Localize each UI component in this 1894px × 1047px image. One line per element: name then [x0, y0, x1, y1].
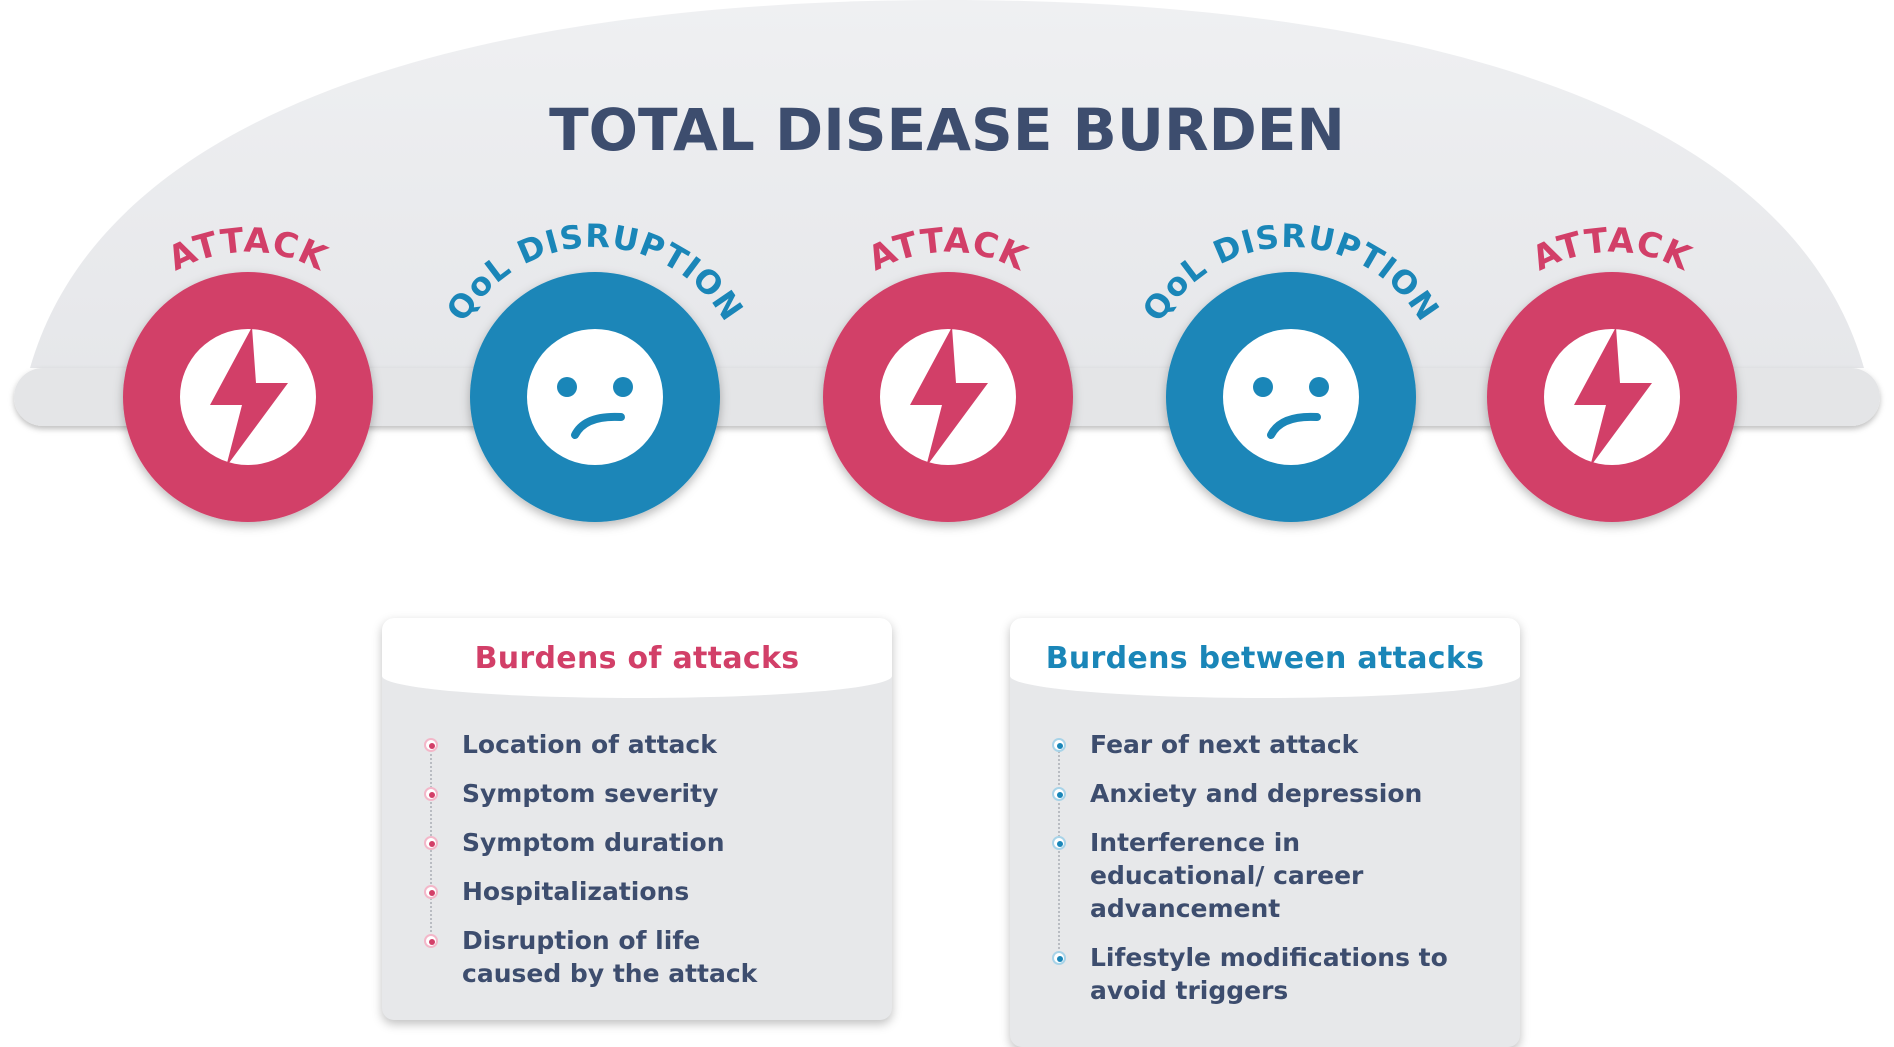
bullet-list: Location of attack Symptom severity Symp…	[424, 728, 862, 990]
bullet-dot-icon	[424, 885, 438, 899]
icon-background	[527, 329, 663, 465]
burdens-of-attacks-card: Burdens of attacks Location of attack Sy…	[382, 618, 892, 1020]
list-item-text: Interference in educational/ career adva…	[1090, 828, 1364, 923]
bullet-dot-icon	[424, 787, 438, 801]
list-item-text: Location of attack	[462, 730, 717, 759]
list-item-text: Anxiety and depression	[1090, 779, 1423, 808]
bullet-list: Fear of next attack Anxiety and depressi…	[1052, 728, 1490, 1007]
lightning-bolt-icon	[1574, 327, 1652, 467]
lightning-bolt-icon	[910, 327, 988, 467]
bullet-connector-line	[1058, 746, 1060, 957]
bullet-dot-icon	[424, 934, 438, 948]
list-item: Lifestyle modifications to avoid trigger…	[1052, 941, 1460, 1007]
list-item: Fear of next attack	[1052, 728, 1490, 761]
sad-face-icon	[1253, 377, 1329, 439]
list-item-text: Symptom duration	[462, 828, 725, 857]
list-item: Location of attack	[424, 728, 862, 761]
list-item: Anxiety and depression	[1052, 777, 1490, 810]
bullet-dot-icon	[424, 738, 438, 752]
list-item: Disruption of life caused by the attack	[424, 924, 802, 990]
list-item-text: Fear of next attack	[1090, 730, 1359, 759]
card-header: Burdens of attacks	[382, 618, 892, 698]
list-item: Symptom severity	[424, 777, 862, 810]
list-item-text: Disruption of life caused by the attack	[462, 926, 758, 988]
sad-face-icon	[557, 377, 633, 439]
timeline-node-attack: ATTACK	[123, 220, 373, 522]
list-item-text: Symptom severity	[462, 779, 719, 808]
dome-background	[30, 0, 1864, 368]
bullet-dot-icon	[1052, 951, 1066, 965]
card-body: Fear of next attack Anxiety and depressi…	[1010, 698, 1520, 1047]
icon-background	[1223, 329, 1359, 465]
list-item: Hospitalizations	[424, 875, 862, 908]
lightning-bolt-icon	[210, 327, 288, 467]
card-title: Burdens of attacks	[474, 640, 800, 676]
bullet-dot-icon	[1052, 787, 1066, 801]
list-item-text: Hospitalizations	[462, 877, 690, 906]
timeline-node-attack: ATTACK	[1487, 220, 1737, 522]
main-title: TOTAL DISEASE BURDEN	[549, 96, 1345, 164]
card-header: Burdens between attacks	[1010, 618, 1520, 698]
card-title: Burdens between attacks	[1045, 640, 1485, 676]
list-item-text: Lifestyle modifications to avoid trigger…	[1090, 943, 1448, 1005]
list-item: Interference in educational/ career adva…	[1052, 826, 1470, 925]
bullet-dot-icon	[1052, 738, 1066, 752]
card-body: Location of attack Symptom severity Symp…	[382, 698, 892, 1020]
burdens-between-attacks-card: Burdens between attacks Fear of next att…	[1010, 618, 1520, 1047]
bullet-dot-icon	[424, 836, 438, 850]
list-item: Symptom duration	[424, 826, 862, 859]
bullet-dot-icon	[1052, 836, 1066, 850]
